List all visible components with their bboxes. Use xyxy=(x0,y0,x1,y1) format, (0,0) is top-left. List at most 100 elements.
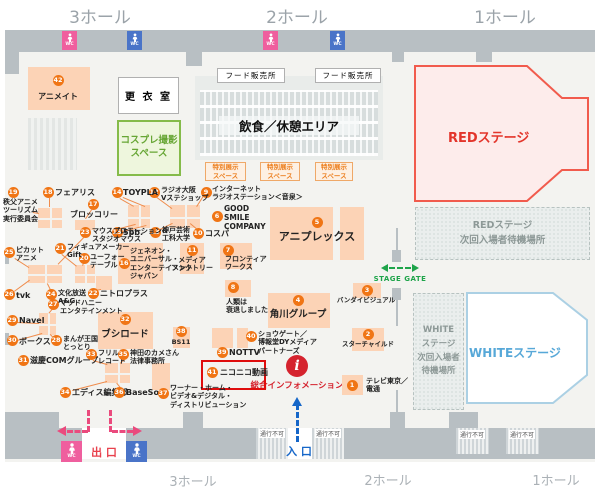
hall-label-3-top: 3ホール xyxy=(69,8,131,28)
booth-39-label: NOTTV xyxy=(229,348,260,357)
booth-24-label: 文化放送 A&G xyxy=(58,289,86,306)
hall-label-1-top: 1ホール xyxy=(474,8,536,28)
exit-arrow-left xyxy=(57,426,66,436)
booth-40-label: ショウゲート／ 博報堂DYメディア パートナーズ xyxy=(258,330,317,355)
wc-person-icon xyxy=(268,33,273,43)
booth-36-badge: 36 xyxy=(113,386,125,398)
wc-text: WC xyxy=(333,42,342,48)
wc-text: WC xyxy=(132,454,141,460)
booth-box xyxy=(28,67,90,110)
booth-block xyxy=(170,205,200,228)
booth-19-badge: 19 xyxy=(7,186,19,198)
booth-10-badge: 10 xyxy=(192,227,204,239)
booth-24-badge: 24 xyxy=(45,288,57,300)
wall-stub xyxy=(390,412,405,428)
wc-text: WC xyxy=(65,42,74,48)
wc-sign: WC xyxy=(62,31,77,50)
booth-29-label: Navel xyxy=(19,316,45,325)
food-stall-label: フード販売所 xyxy=(315,68,381,83)
wall-stub xyxy=(183,412,203,428)
booth-2-badge: 2 xyxy=(362,328,374,340)
wc-text: WC xyxy=(67,454,76,460)
wc-person-icon xyxy=(68,443,75,455)
booth-16-badge: 16 xyxy=(118,257,130,269)
wc-sign: WC xyxy=(61,441,82,462)
hall-label-2-top: 2ホール xyxy=(266,8,328,28)
booth-11-label: メディア ファクトリー xyxy=(171,256,213,273)
booth-block xyxy=(38,208,62,228)
booth-14-label: TOYPLA xyxy=(123,188,158,197)
no-pass-label: 通行不可 xyxy=(509,430,535,439)
booth-33-label: フリルラ レコード xyxy=(98,349,126,366)
wc-sign: WC xyxy=(127,31,142,50)
booth-3-label: バンダイビジュアル xyxy=(336,296,396,304)
entrance-arrow-head xyxy=(292,397,302,406)
booth-8-badge: 8 xyxy=(227,281,239,293)
booth-10-label: コスパ xyxy=(205,229,229,238)
wall-stagegate-upper xyxy=(392,250,401,262)
booth-34-badge: 34 xyxy=(59,386,71,398)
booth-block xyxy=(75,265,95,283)
booth-28-badge: 28 xyxy=(50,334,62,346)
booth-23-badge: 23 xyxy=(79,226,91,238)
wc-text: WC xyxy=(266,42,275,48)
info-icon: i xyxy=(286,355,308,377)
booth-42-badge: 42 xyxy=(52,74,64,86)
booth-35-badge: 35 xyxy=(117,348,129,360)
booth-11-badge: 11 xyxy=(186,244,198,256)
booth-22-label: ニトロプラス xyxy=(100,289,148,298)
booth-14-badge: 14 xyxy=(111,186,123,198)
hall-divider-line xyxy=(396,298,398,326)
booth-36-label: BaseSon xyxy=(126,388,165,397)
booth-18-label: フェアリス xyxy=(55,188,95,197)
booth-42-label: アニメイト xyxy=(38,92,78,101)
booth-37-badge: 37 xyxy=(157,387,169,399)
booth-block xyxy=(105,363,130,383)
booth-9-badge: 9 xyxy=(200,186,212,198)
booth-28-label: まんが王国 とっとり xyxy=(63,335,98,352)
wall-stub xyxy=(476,52,492,62)
cosplay-photo-space: コスプレ撮影 スペース xyxy=(117,120,181,176)
special-exhibit-space: 特別展示 スペース xyxy=(205,162,246,181)
booth-38-badge: 38 xyxy=(175,325,187,337)
booth-box xyxy=(340,207,364,260)
booth-21-badge: 21 xyxy=(54,242,66,254)
booth-34-label: エディス編集部 xyxy=(72,388,128,397)
booth-box xyxy=(212,328,233,348)
booth-21-label: フィギュアメーカー Gift xyxy=(67,243,130,260)
red-stage-wait-area: REDステージ 次回入場者待機場所 xyxy=(415,207,590,260)
booth-26-badge: 26 xyxy=(3,288,15,300)
booth-1-label: テレビ東京／ 電通 xyxy=(366,377,408,394)
booth-25-badge: 25 xyxy=(3,246,15,258)
booth-15-badge: 15 xyxy=(111,226,123,238)
white-stage-label: WHITEステージ xyxy=(469,346,561,360)
booth-5-badge: 5 xyxy=(311,216,323,228)
booth-8-label: 人類は 衰退しました xyxy=(226,298,268,315)
booth-18-badge: 18 xyxy=(42,186,54,198)
exit-path xyxy=(67,430,88,433)
wall-top xyxy=(5,30,595,52)
entrance-label: 入 口 xyxy=(286,445,312,458)
changing-room: 更 衣 室 xyxy=(118,77,179,114)
booth-35-label: 神田のカメさん 法律事務所 xyxy=(130,349,179,366)
booth-12-label: ラジオ大阪 Vステショップ xyxy=(161,186,209,203)
booth-4-badge: 4 xyxy=(292,294,304,306)
booth-20-badge: 20 xyxy=(78,252,90,264)
booth-1-badge: 1 xyxy=(346,379,358,391)
wc-person-icon xyxy=(67,33,72,43)
booth-41-badge: 41 xyxy=(206,366,218,378)
booth-block xyxy=(39,313,56,335)
booth-38-label: BS11 xyxy=(171,338,191,346)
booth-26-label: tvk xyxy=(16,291,31,300)
booth-39-badge: 39 xyxy=(216,346,228,358)
booth-25-label: ピカット アニメ xyxy=(16,246,44,263)
booth-19-label: 秩父アニメ ツーリズム 実行委員会 xyxy=(3,198,38,223)
wc-person-icon xyxy=(133,443,140,455)
wall-top-left xyxy=(5,30,19,74)
exit-path xyxy=(87,410,90,432)
booth-31-badge: 31 xyxy=(17,354,29,366)
exit-label: 出 口 xyxy=(91,446,117,459)
exit-gap xyxy=(82,428,126,459)
booth-40-badge: 40 xyxy=(245,330,257,342)
